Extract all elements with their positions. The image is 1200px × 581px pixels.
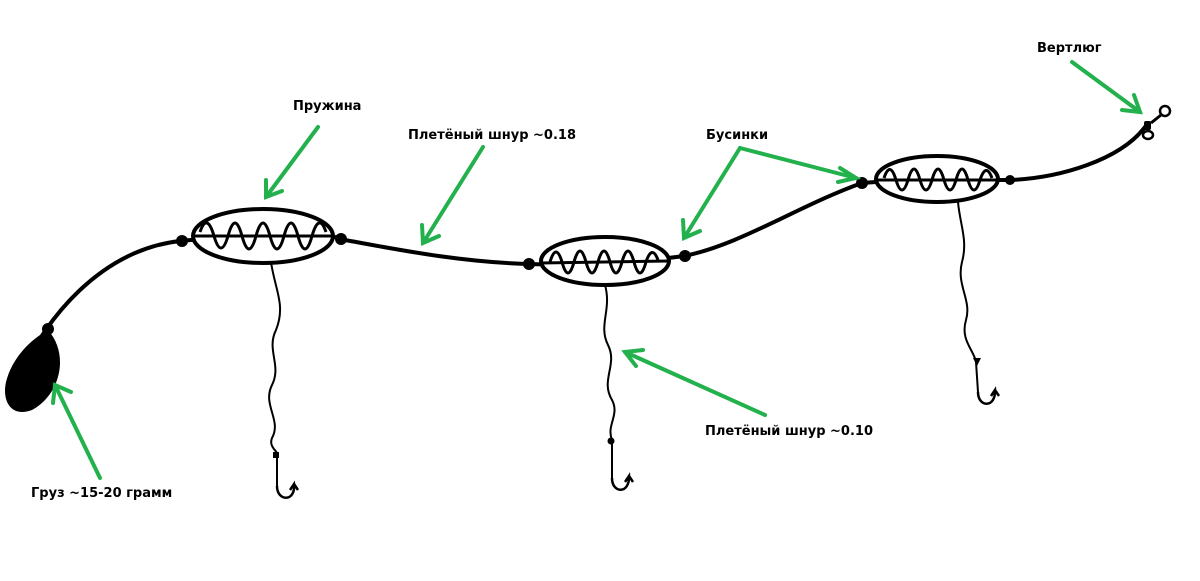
bead xyxy=(679,250,691,262)
label-main-line: Плетёный шнур ~0.18 xyxy=(408,128,576,143)
label-sinker: Груз ~15-20 грамм xyxy=(31,486,172,501)
leader-with-hook xyxy=(957,201,1001,405)
bead xyxy=(42,323,54,335)
label-spring: Пружина xyxy=(293,99,361,114)
leader-with-hook xyxy=(268,261,300,499)
swivel-icon xyxy=(1141,104,1172,141)
bead xyxy=(335,233,347,245)
arrow-leader-line xyxy=(621,348,767,417)
arrow-spring xyxy=(264,125,320,200)
label-leader-line: Плетёный шнур ~0.10 xyxy=(705,424,873,439)
spring-feeder xyxy=(874,154,1000,204)
spring-feeder xyxy=(539,235,671,287)
bead xyxy=(176,235,188,247)
bead xyxy=(856,177,868,189)
arrow-sinker xyxy=(51,382,102,480)
leader-with-hook xyxy=(603,284,635,491)
arrow-swivel xyxy=(1070,60,1143,115)
bead xyxy=(1005,175,1015,185)
spring-feeder xyxy=(191,207,335,265)
bead xyxy=(523,258,535,270)
arrow-beads xyxy=(681,146,862,241)
arrow-main-line xyxy=(420,145,485,246)
label-swivel: Вертлюг xyxy=(1037,41,1102,56)
label-beads: Бусинки xyxy=(706,128,768,143)
sinker-weight xyxy=(5,330,60,412)
